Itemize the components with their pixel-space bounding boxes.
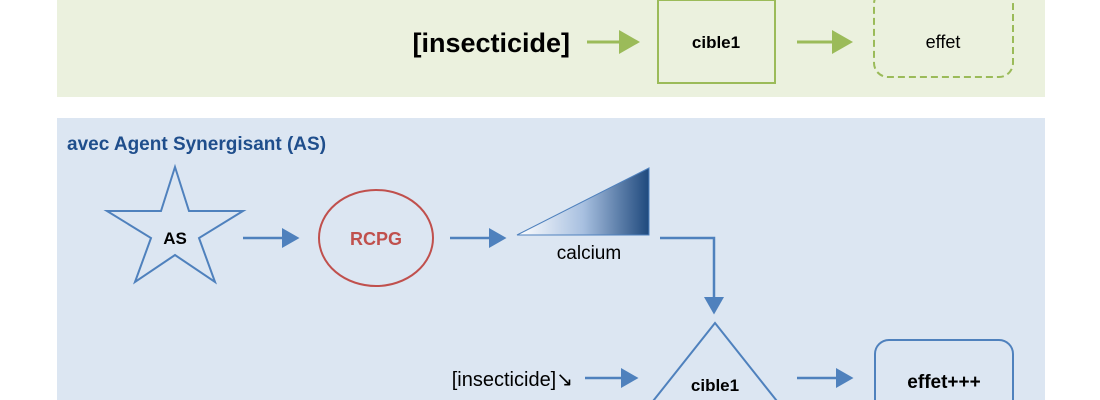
insecticide-label: [insecticide]↘ [452, 369, 573, 391]
panel-title: avec Agent Synergisant (AS) [67, 134, 326, 155]
target-triangle [652, 321, 778, 400]
receptor-circle [318, 189, 434, 287]
target-label: cible1 [692, 33, 740, 52]
effect-box [874, 339, 1014, 400]
star-icon [103, 163, 247, 285]
target-label: cible1 [691, 376, 739, 395]
effect-box [873, 0, 1014, 78]
arrow [660, 236, 724, 315]
receptor-label: RCPG [350, 229, 402, 249]
agent-label: AS [163, 229, 187, 248]
calcium-label: calcium [557, 243, 621, 264]
panel-with-synergist: avec Agent Synergisant (AS) AS RCPG calc… [57, 118, 1045, 400]
panel-without-synergist: [insecticide] cible1 effet [57, 0, 1045, 97]
effect-label: effet [926, 32, 961, 52]
effect-label: effet+++ [907, 372, 980, 393]
insecticide-label: [insecticide] [412, 28, 570, 58]
target-box [657, 0, 776, 84]
calcium-gradient-icon [516, 167, 650, 236]
